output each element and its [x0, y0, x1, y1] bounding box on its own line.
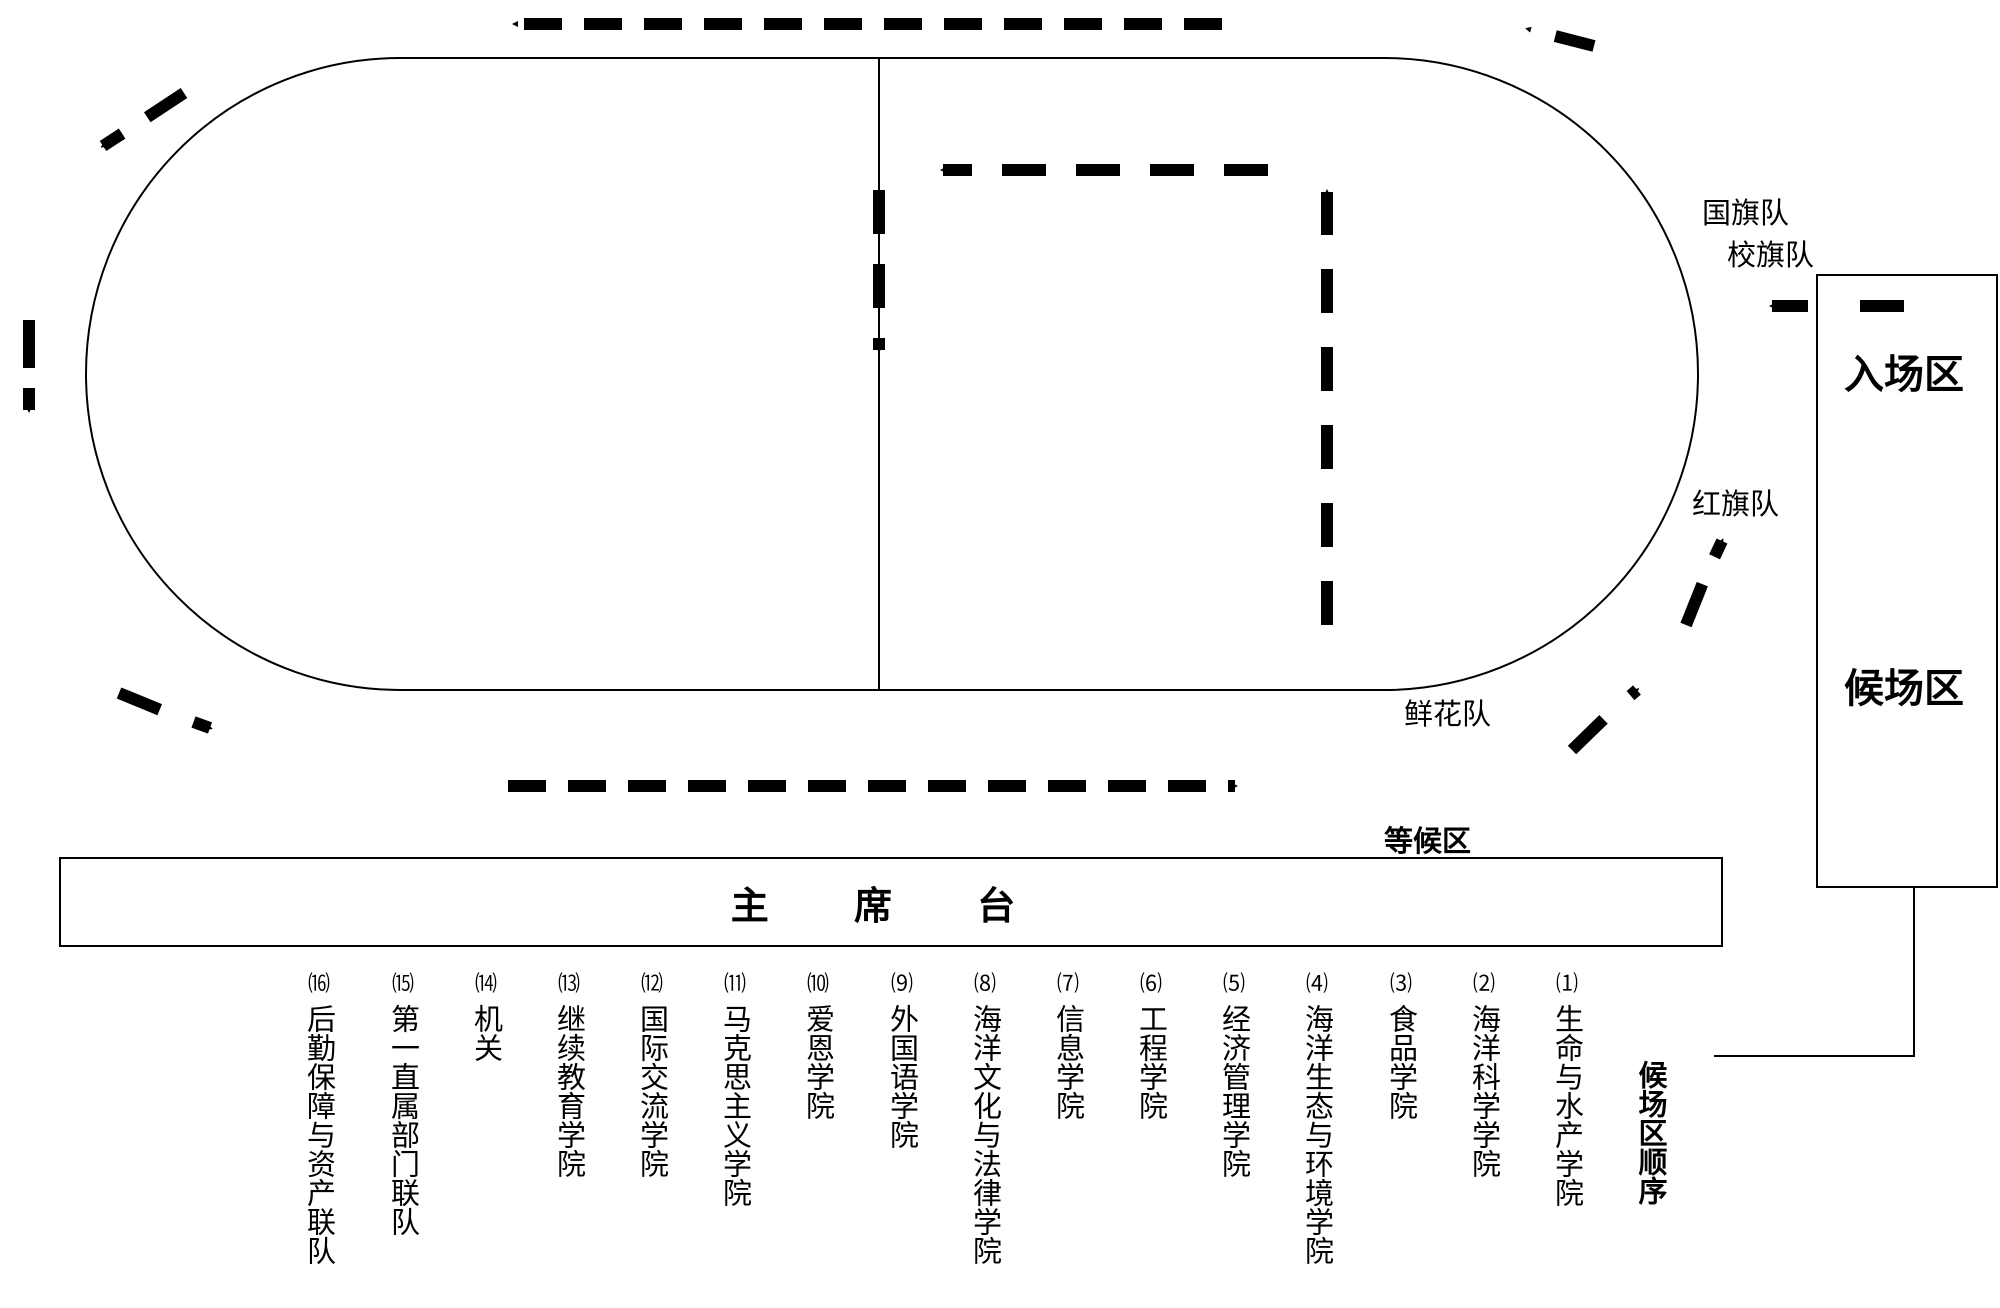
college-number: ⑵ — [1472, 972, 1495, 997]
college-column-2: ⑵ 海洋科学学院 — [1464, 970, 1504, 1178]
college-name: 爱恩学院 — [801, 1004, 836, 1120]
college-column-7: ⑺ 信息学院 — [1048, 970, 1088, 1120]
order-connector-line — [1714, 887, 1915, 1057]
college-name: 经济管理学院 — [1217, 1004, 1252, 1178]
college-name: 食品学院 — [1384, 1004, 1419, 1120]
college-column-10: ⑽ 爱恩学院 — [798, 970, 838, 1120]
college-name: 国际交流学院 — [635, 1004, 670, 1178]
college-column-15: ⒂ 第一直属部门联队 — [383, 970, 423, 1236]
college-number: ⒁ — [474, 972, 497, 997]
running-track — [85, 57, 1699, 691]
college-column-3: ⑶ 食品学院 — [1381, 970, 1421, 1120]
holding-order-label: 候场区顺序 — [1634, 1060, 1668, 1205]
college-number: ⑻ — [973, 972, 996, 997]
college-name: 外国语学院 — [885, 1004, 920, 1149]
national-flag-team-label: 国旗队 — [1702, 196, 1790, 230]
college-name: 生命与水产学院 — [1550, 1004, 1585, 1207]
college-number: ⑷ — [1305, 972, 1328, 997]
route-arrow-bottom-right — [1567, 685, 1641, 755]
college-column-4: ⑷ 海洋生态与环境学院 — [1297, 970, 1337, 1265]
route-arrow-top-left — [99, 87, 188, 152]
college-column-8: ⑻ 海洋文化与法律学院 — [965, 970, 1005, 1265]
college-number: ⒂ — [391, 972, 414, 997]
college-name: 海洋科学学院 — [1467, 1004, 1502, 1178]
college-number: ⑿ — [640, 972, 663, 997]
college-column-11: ⑾ 马克思主义学院 — [715, 970, 755, 1207]
college-column-6: ⑹ 工程学院 — [1131, 970, 1171, 1120]
college-name: 信息学院 — [1051, 1004, 1086, 1120]
route-arrow-right — [1680, 538, 1728, 628]
college-column-5: ⑸ 经济管理学院 — [1214, 970, 1254, 1178]
college-number: ⑺ — [1056, 972, 1079, 997]
route-arrow-top-right — [1525, 23, 1596, 52]
entry-zone-label: 入场区 — [1844, 352, 1964, 398]
college-name: 继续教育学院 — [552, 1004, 587, 1178]
college-name: 后勤保障与资产联队 — [302, 1004, 337, 1265]
college-number: ⑶ — [1389, 972, 1412, 997]
college-number: ⑸ — [1222, 972, 1245, 997]
holding-zone-label: 候场区 — [1844, 666, 1964, 712]
college-number: ⒀ — [557, 972, 580, 997]
red-flag-team-label: 红旗队 — [1692, 487, 1780, 521]
college-name: 海洋生态与环境学院 — [1300, 1004, 1335, 1265]
college-name: 马克思主义学院 — [718, 1004, 753, 1207]
college-column-13: ⒀ 继续教育学院 — [549, 970, 589, 1178]
college-column-14: ⒁ 机关 — [466, 970, 506, 1062]
entry-holding-box — [1816, 274, 1998, 888]
route-arrow-bottom-left — [116, 687, 213, 734]
college-number: ⒃ — [307, 972, 330, 997]
waiting-zone-label: 等候区 — [1384, 824, 1472, 858]
college-name: 机关 — [469, 1004, 504, 1062]
college-name: 海洋文化与法律学院 — [968, 1004, 1003, 1265]
college-number: ⑴ — [1555, 972, 1578, 997]
college-name: 工程学院 — [1134, 1004, 1169, 1120]
college-column-12: ⑿ 国际交流学院 — [632, 970, 672, 1178]
college-number: ⑼ — [890, 972, 913, 997]
college-column-16: ⒃ 后勤保障与资产联队 — [299, 970, 339, 1265]
college-number: ⑾ — [723, 972, 746, 997]
college-name: 第一直属部门联队 — [386, 1004, 421, 1236]
college-number: ⑽ — [806, 972, 829, 997]
rostrum-box — [59, 857, 1723, 947]
school-flag-team-label: 校旗队 — [1727, 238, 1815, 272]
college-column-9: ⑼ 外国语学院 — [882, 970, 922, 1149]
college-column-1: ⑴ 生命与水产学院 — [1547, 970, 1587, 1207]
college-number: ⑹ — [1139, 972, 1162, 997]
rostrum-label: 主 席 台 — [730, 883, 1052, 928]
flower-team-label: 鲜花队 — [1404, 697, 1492, 731]
